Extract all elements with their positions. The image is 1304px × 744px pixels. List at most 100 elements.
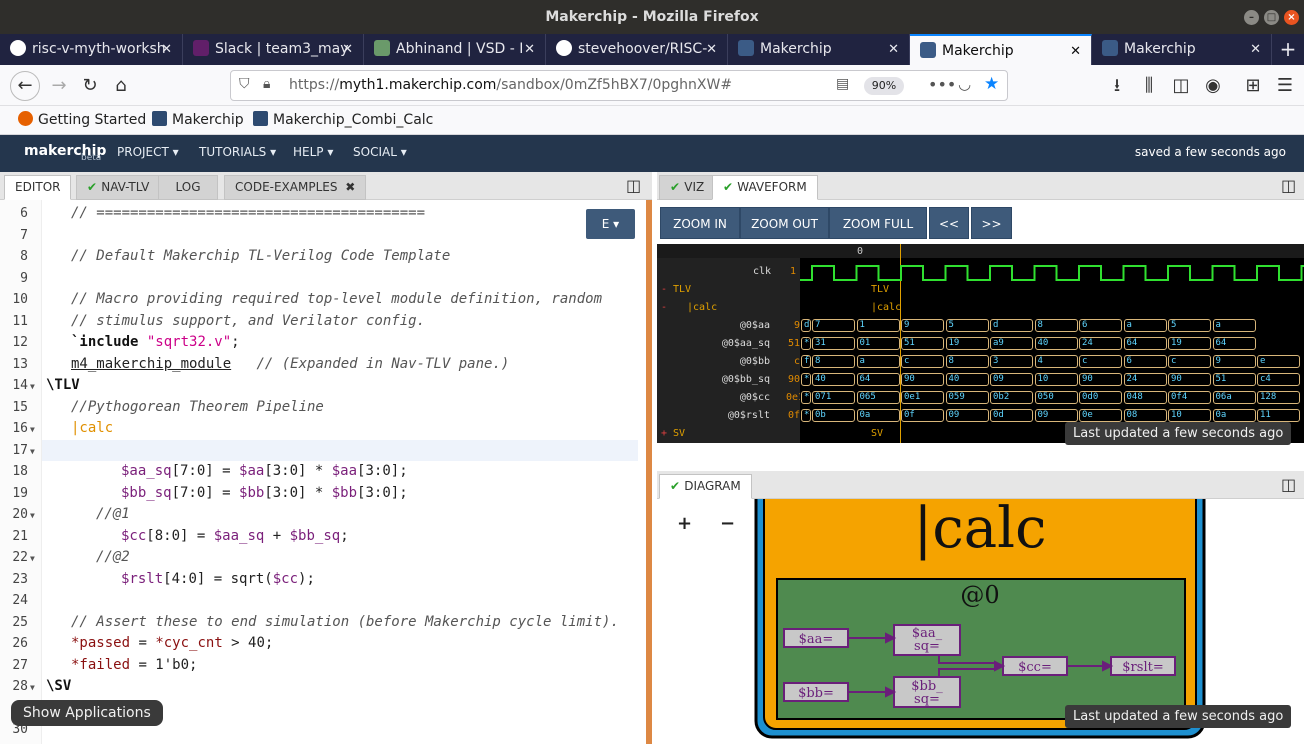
close-icon[interactable]: ✖ [345, 180, 356, 194]
scope-calc[interactable]: |calc [687, 302, 718, 313]
browser-tab[interactable]: Makerchip✕ [728, 34, 910, 65]
menu-project[interactable]: PROJECT ▾ [117, 145, 179, 159]
signal-clk[interactable]: clk [753, 266, 772, 277]
code-line[interactable]: //Pythogorean Theorem Pipeline [71, 398, 324, 415]
code-line[interactable]: // =====================================… [71, 205, 426, 221]
download-icon[interactable]: ⭳ [1113, 75, 1121, 96]
pocket-icon[interactable]: ◡ [958, 75, 972, 93]
close-tab-icon[interactable]: ✕ [524, 42, 535, 57]
code-line[interactable]: `include "sqrt32.v"; [71, 334, 240, 350]
bookmark-item[interactable]: Makerchip [152, 111, 244, 128]
makerchip-logo[interactable]: makerchip [24, 143, 107, 159]
scope-sv[interactable]: SV [673, 428, 686, 439]
menu-icon[interactable]: ☰ [1276, 75, 1294, 96]
fold-arrow-icon[interactable]: ▼ [30, 382, 35, 391]
code-line[interactable]: // Macro providing required top-level mo… [71, 291, 603, 307]
back-icon[interactable]: ← [10, 71, 40, 101]
shield-icon[interactable]: ⛉ [239, 76, 250, 92]
code-line[interactable]: // Assert these to end simulation (befor… [71, 613, 619, 630]
fold-arrow-icon[interactable]: ▼ [30, 446, 35, 456]
code-line[interactable]: \SV [46, 678, 72, 694]
lock-icon[interactable]: 🔒︎ [263, 76, 271, 92]
code-line[interactable]: \TLV [46, 377, 80, 393]
fold-arrow-icon[interactable]: ▼ [30, 425, 35, 434]
zoom-full-button[interactable]: ZOOM FULL [829, 207, 927, 239]
code-line[interactable]: |calc [71, 420, 114, 436]
signal-name[interactable]: @0$bb [739, 356, 770, 367]
expand-icon[interactable]: + [661, 428, 668, 439]
home-icon[interactable]: ⌂ [115, 75, 127, 96]
zoom-out-button[interactable]: ZOOM OUT [740, 207, 829, 239]
code-line[interactable]: $cc[8:0] = $aa_sq + $bb_sq; [121, 527, 349, 544]
scope-tlv[interactable]: TLV [673, 284, 692, 295]
expand-icon[interactable]: - [661, 284, 668, 295]
browser-tab[interactable]: Abhinand | VSD - I✕ [364, 34, 546, 65]
signal-name[interactable]: @0$rslt [727, 410, 770, 421]
page-actions-icon[interactable]: ••• [928, 75, 957, 94]
browser-tab-active[interactable]: Makerchip✕ [910, 34, 1092, 65]
reload-icon[interactable]: ↻ [82, 75, 98, 96]
maximize-pane-icon[interactable]: ◫ [626, 176, 642, 195]
tab-waveform[interactable]: ✔ WAVEFORM [712, 175, 818, 200]
code-line[interactable]: *passed = *cyc_cnt > 40; [71, 635, 274, 651]
zoom-out-icon[interactable]: − [720, 513, 736, 534]
signal-name[interactable]: @0$bb_sq [721, 374, 770, 385]
tab-editor[interactable]: EDITOR [4, 175, 72, 200]
account-icon[interactable]: ◉ [1205, 75, 1221, 96]
sidebar-icon[interactable]: ◫ [1172, 75, 1190, 96]
zoom-in-icon[interactable]: + [677, 513, 693, 534]
forward-icon[interactable]: → [51, 75, 67, 96]
browser-tab[interactable]: Slack | team3_may✕ [183, 34, 364, 65]
editor-options-button[interactable]: E ▾ [586, 209, 635, 239]
new-tab-icon[interactable]: + [1279, 37, 1297, 61]
scroll-right-button[interactable]: >> [971, 207, 1012, 239]
close-tab-icon[interactable]: ✕ [1070, 44, 1081, 59]
menu-help[interactable]: HELP ▾ [293, 145, 334, 159]
signal-name[interactable]: @0$cc [739, 392, 770, 403]
menu-tutorials[interactable]: TUTORIALS ▾ [199, 145, 277, 159]
minimize-icon[interactable]: – [1244, 10, 1259, 25]
bookmark-star-icon[interactable]: ★ [984, 74, 1000, 94]
bookmark-item[interactable]: Getting Started [18, 111, 146, 128]
tab-viz[interactable]: ✔ VIZ [659, 175, 716, 200]
fold-arrow-icon[interactable]: ▼ [30, 683, 35, 692]
browser-tab[interactable]: risc-v-myth-worksh✕ [0, 34, 183, 65]
code-line[interactable]: $bb_sq[7:0] = $bb[3:0] * $bb[3:0]; [121, 484, 408, 501]
code-line[interactable]: *failed = 1'b0; [71, 656, 198, 673]
zoom-level[interactable]: 90% [864, 77, 904, 95]
expand-icon[interactable]: - [661, 302, 668, 313]
code-line[interactable]: // Default Makerchip TL-Verilog Code Tem… [71, 248, 451, 264]
code-line[interactable]: m4_makerchip_module // (Expanded in Nav-… [71, 355, 510, 372]
code-line[interactable]: //@2 [96, 549, 130, 565]
signal-name[interactable]: @0$aa [739, 320, 770, 331]
maximize-icon[interactable]: □ [1264, 10, 1279, 25]
time-cursor[interactable] [900, 244, 901, 443]
close-window-icon[interactable]: × [1284, 10, 1299, 25]
menu-social[interactable]: SOCIAL ▾ [353, 145, 407, 159]
maximize-pane-icon[interactable]: ◫ [1281, 176, 1297, 195]
fit-view-icon[interactable]: ⤢ [755, 509, 793, 537]
signal-name[interactable]: @0$aa_sq [721, 338, 770, 349]
code-line[interactable]: $aa_sq[7:0] = $aa[3:0] * $aa[3:0]; [121, 463, 408, 479]
maximize-pane-icon[interactable]: ◫ [1281, 475, 1297, 494]
code-line[interactable]: // stimulus support, and Verilator confi… [71, 312, 426, 329]
tab-nav-tlv[interactable]: ✔ NAV-TLV [76, 175, 161, 200]
browser-tab[interactable]: Makerchip✕ [1092, 34, 1272, 65]
fold-arrow-icon[interactable]: ▼ [30, 511, 35, 520]
zoom-in-button[interactable]: ZOOM IN [660, 207, 740, 239]
fold-arrow-icon[interactable]: ▼ [30, 554, 35, 563]
url-text[interactable]: https://myth1.makerchip.com/sandbox/0mZf… [289, 77, 732, 93]
extensions-icon[interactable]: ⊞ [1245, 75, 1261, 96]
code-line[interactable]: $rslt[4:0] = sqrt($cc); [121, 570, 315, 587]
bookmark-item[interactable]: Makerchip_Combi_Calc [253, 111, 433, 128]
url-bar[interactable]: ⛉ 🔒︎ https://myth1.makerchip.com/sandbox… [230, 70, 1008, 101]
code-line[interactable]: //@1 [96, 506, 130, 522]
close-tab-icon[interactable]: ✕ [888, 42, 899, 57]
reader-view-icon[interactable]: ▤ [836, 76, 850, 92]
tab-code-examples[interactable]: CODE-EXAMPLES ✖ [224, 175, 367, 200]
editor-scrollbar[interactable] [646, 200, 652, 744]
tab-log[interactable]: LOG [158, 175, 218, 200]
scroll-left-button[interactable]: << [929, 207, 969, 239]
